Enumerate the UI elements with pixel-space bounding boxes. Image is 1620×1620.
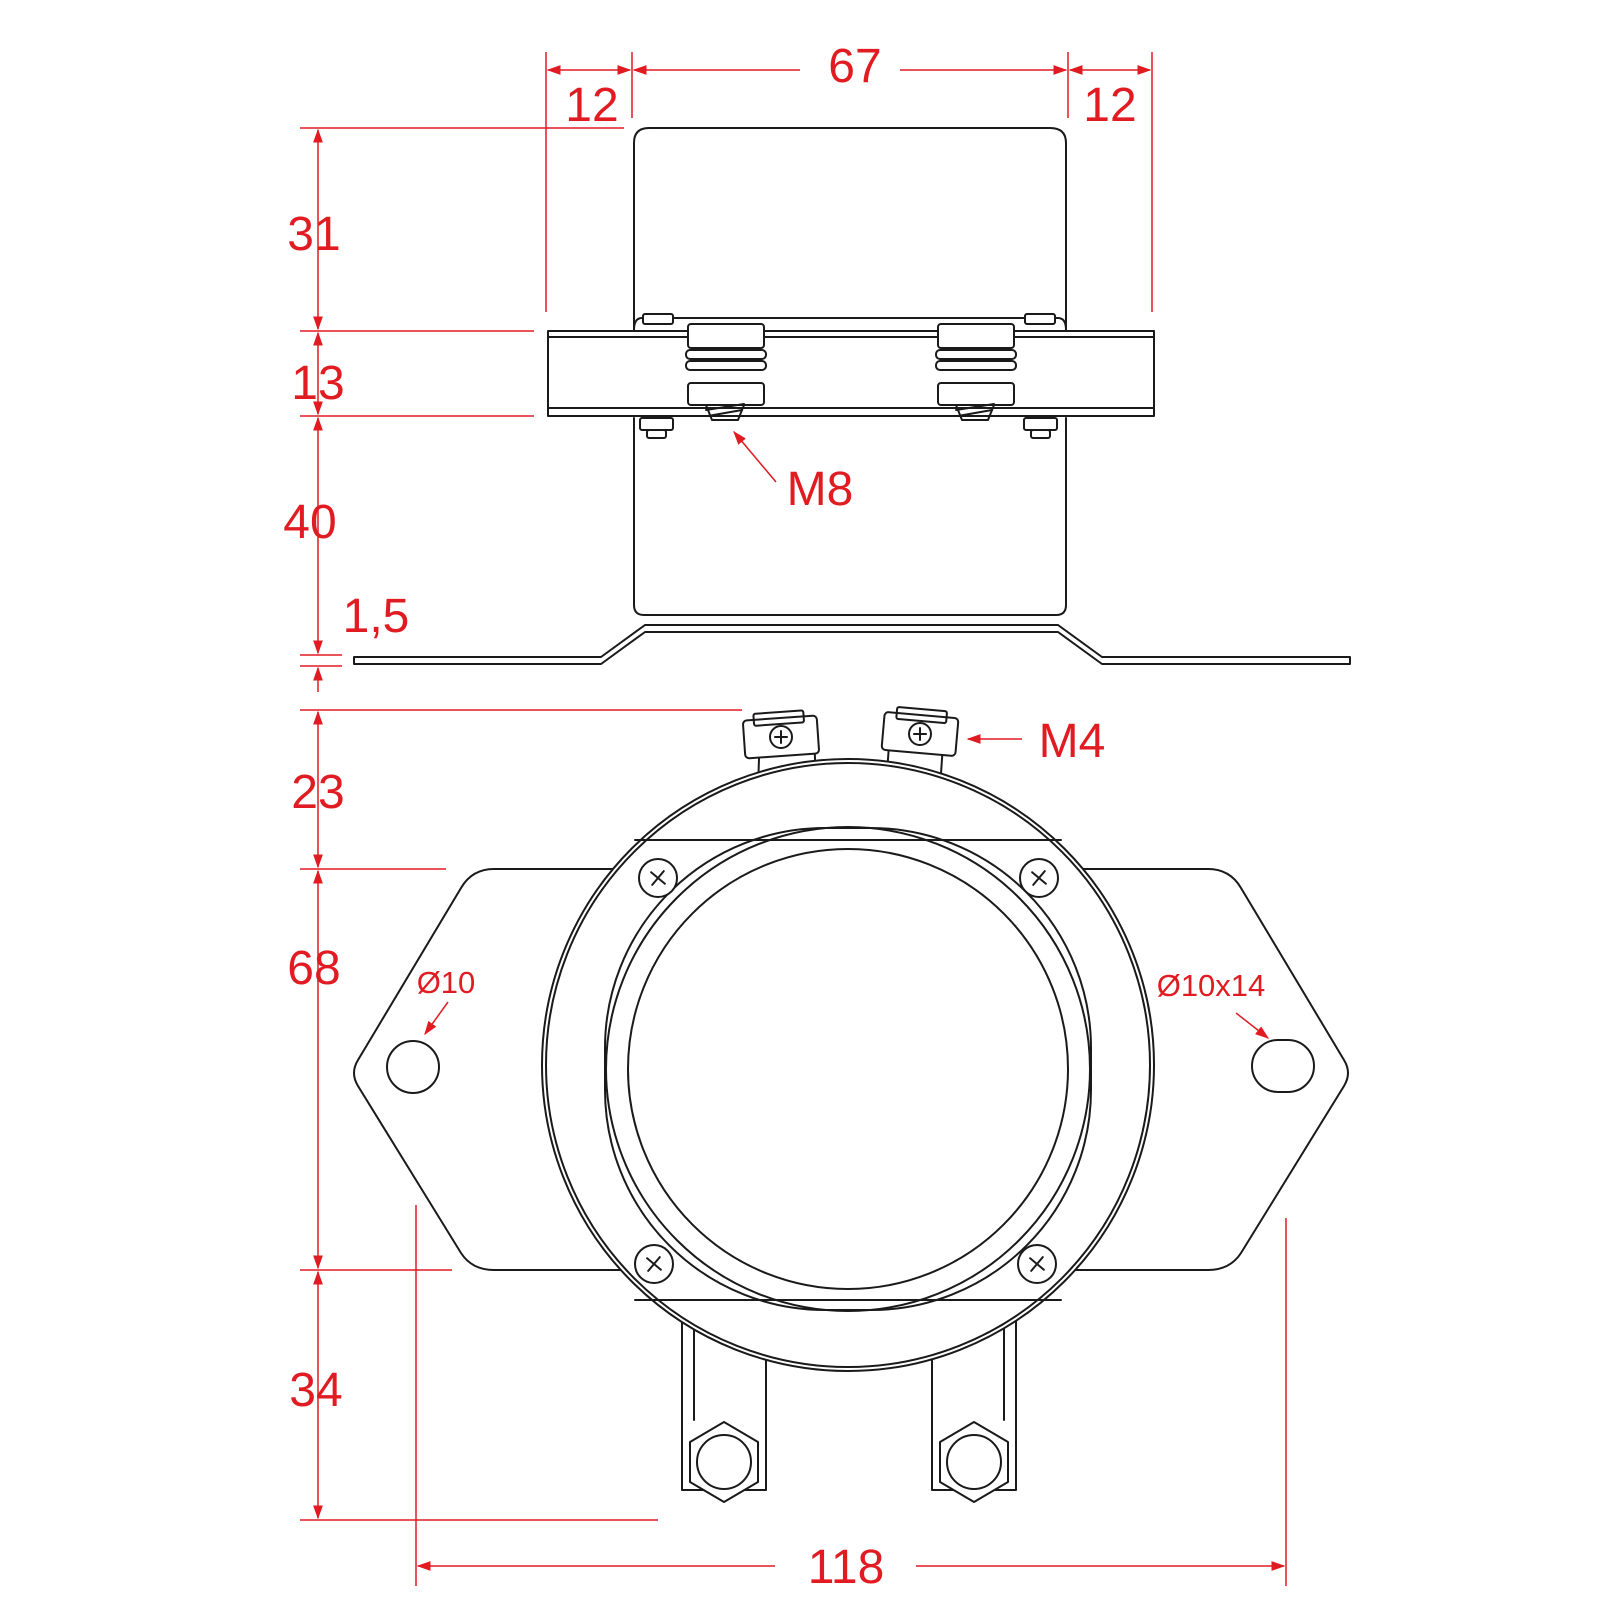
mounting-plate-side <box>353 624 1351 665</box>
lower-nut-left <box>639 417 674 439</box>
callout-slot-hole: Ø10x14 <box>1157 968 1266 1003</box>
callout-m4: M4 <box>1039 715 1106 768</box>
dim-plate-thickness: 1,5 <box>343 590 410 643</box>
dim-height-body: 68 <box>287 942 340 995</box>
dim-top-right-flange: 12 <box>1083 79 1136 132</box>
m8-bolt-right <box>935 323 1017 421</box>
screw-bottom-right <box>1017 1244 1057 1284</box>
lower-nut-right <box>1023 417 1058 439</box>
dim-top-width: 67 <box>828 40 881 93</box>
dim-height-bus: 34 <box>289 1364 342 1417</box>
callout-m8: M8 <box>787 463 854 516</box>
top-view <box>353 706 1349 1503</box>
m8-bolt-left <box>685 323 767 421</box>
cover-inner-disc <box>627 848 1069 1290</box>
cover-ring <box>605 826 1091 1312</box>
dim-height-upper: 31 <box>287 208 340 261</box>
dim-overall-width: 118 <box>808 1541 885 1594</box>
screw-top-left <box>638 858 678 898</box>
screw-bottom-left <box>634 1244 674 1284</box>
dim-height-terminals: 23 <box>291 766 344 819</box>
slot-hole-leader <box>1235 1012 1270 1039</box>
dim-height-lower: 40 <box>283 496 336 549</box>
round-hole-leader <box>424 1001 449 1036</box>
top-tab-left <box>642 313 674 325</box>
flange-band <box>547 330 1155 417</box>
dim-top-left-flange: 12 <box>565 79 618 132</box>
upper-body-outline <box>633 127 1067 331</box>
top-tab-right <box>1024 313 1056 325</box>
slot-mounting-hole <box>1251 1039 1315 1093</box>
screw-top-right <box>1019 858 1059 898</box>
side-view <box>353 127 1351 665</box>
dimension-lines <box>300 52 1287 1586</box>
dim-height-flange: 13 <box>291 357 344 410</box>
dimension-labels: 12 67 12 31 13 40 1,5 23 68 34 118 M8 M4… <box>283 40 1265 1594</box>
lower-body-outline <box>633 417 1067 616</box>
callout-round-hole: Ø10 <box>417 965 476 1000</box>
round-mounting-hole <box>386 1040 440 1094</box>
m8-leader <box>733 430 777 483</box>
